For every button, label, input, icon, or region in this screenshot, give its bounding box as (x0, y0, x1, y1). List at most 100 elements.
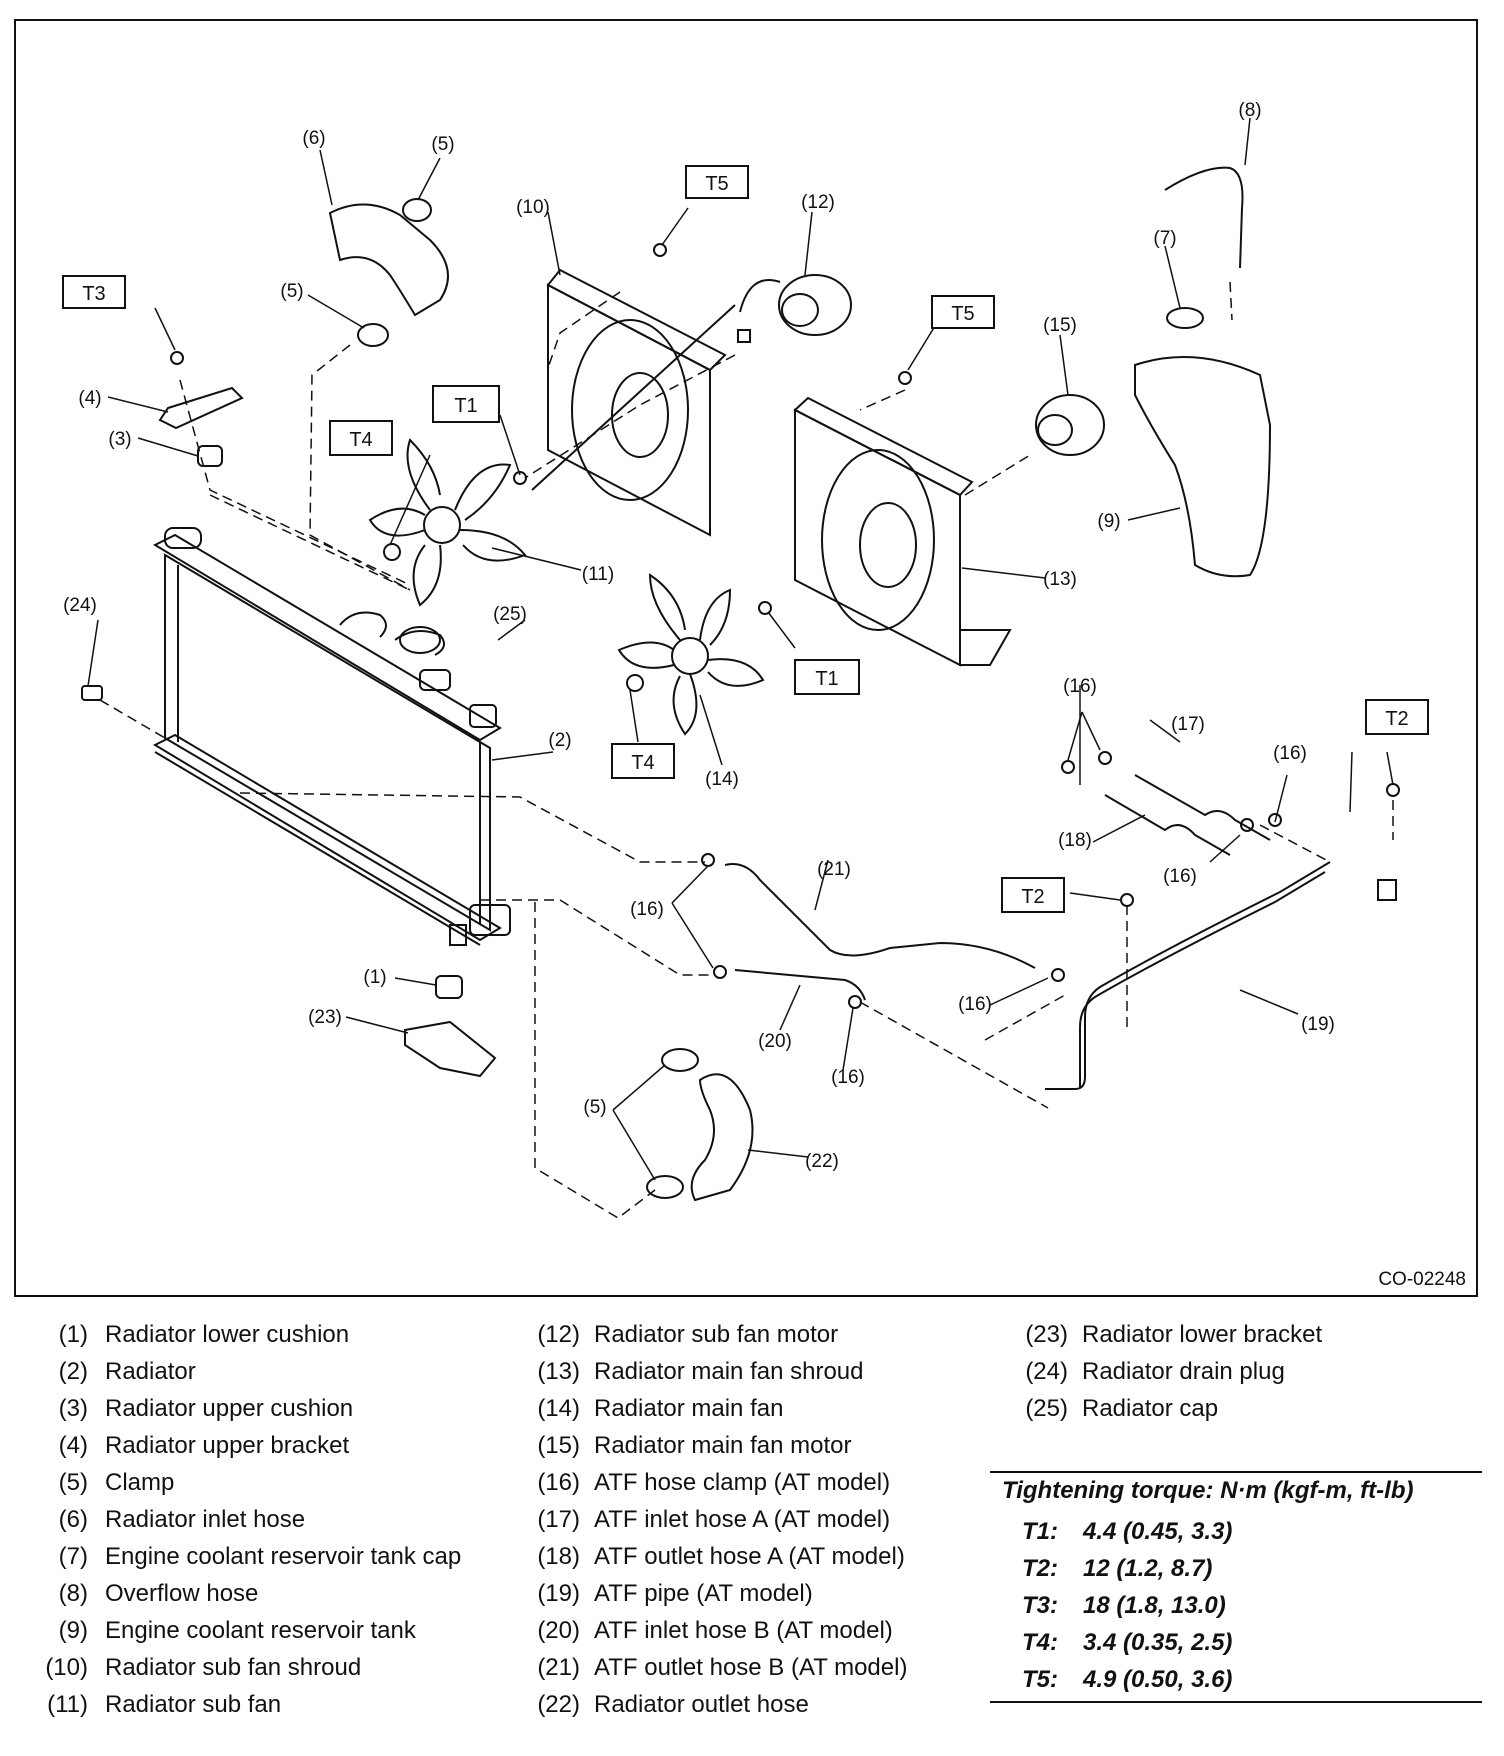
callout-13: (13) (1043, 569, 1077, 590)
torque-panel: Tightening torque: N·m (kgf-m, ft-lb) T1… (990, 1471, 1482, 1703)
torque-tag-t2: T2 (1021, 886, 1044, 908)
atf-hose-clamp (848, 995, 862, 1009)
callout-3: (3) (108, 429, 131, 450)
legend-item-label: Radiator main fan motor (594, 1432, 852, 1459)
radiator-lower-cushion (435, 975, 463, 999)
callout-19: (19) (1301, 1014, 1335, 1035)
bolt-t3 (170, 351, 184, 365)
callout-5: (5) (583, 1097, 606, 1118)
atf-hose-clamp (1240, 818, 1254, 832)
callout-23: (23) (308, 1007, 342, 1028)
legend-item-label: Radiator cap (1082, 1395, 1219, 1422)
legend-item-number: (18) (537, 1543, 580, 1570)
bolt-t5a (653, 243, 667, 257)
radiator-outlet-hose (690, 1073, 754, 1202)
torque-key: T4: (1022, 1629, 1058, 1656)
torque-key: T1: (1022, 1518, 1058, 1545)
torque-tag-t5: T5 (705, 173, 728, 195)
callout-20: (20) (758, 1031, 792, 1052)
callout-16: (16) (630, 899, 664, 920)
legend-item-label: Radiator outlet hose (594, 1691, 809, 1718)
atf-pipe-bracket (1377, 879, 1397, 901)
callout-7: (7) (1153, 228, 1176, 249)
torque-tag-t1: T1 (815, 668, 838, 690)
legend-item-label: Radiator upper cushion (105, 1395, 354, 1422)
torque-tag-t2: T2 (1385, 708, 1408, 730)
atf-hose-clamp (701, 853, 715, 867)
callout-4: (4) (78, 388, 101, 409)
legend-item-label: ATF inlet hose A (AT model) (594, 1506, 891, 1533)
legend-item-label: Clamp (105, 1469, 175, 1496)
radiator-drain-plug (81, 685, 103, 701)
torque-value: 4.9 (0.50, 3.6) (1083, 1666, 1233, 1693)
callout-16: (16) (1063, 676, 1097, 697)
legend-item-number: (23) (1025, 1321, 1068, 1348)
legend-item-number: (25) (1025, 1395, 1068, 1422)
legend-item-label: ATF inlet hose B (AT model) (594, 1617, 893, 1644)
legend-item-label: ATF hose clamp (AT model) (594, 1469, 891, 1496)
torque-tag-box (1365, 699, 1429, 735)
torque-tag-box (62, 275, 126, 309)
legend-item-number: (9) (58, 1617, 88, 1644)
main-fan (617, 573, 765, 736)
sub-fan-motor (737, 274, 852, 343)
legend-item-number: (6) (58, 1506, 88, 1533)
callout-5: (5) (280, 281, 303, 302)
reservoir-tank-cap (1166, 307, 1204, 329)
legend-item-label: Engine coolant reservoir tank (105, 1617, 416, 1644)
callout-16: (16) (1273, 743, 1307, 764)
figure-id: CO-02248 (1378, 1269, 1466, 1290)
legend-item-number: (15) (537, 1432, 580, 1459)
radiator-lower-bracket (404, 1020, 497, 1078)
torque-tag-box (794, 659, 860, 695)
clamp-lower-b (646, 1175, 684, 1199)
torque-tag-box (931, 295, 995, 329)
legend-item-number: (11) (47, 1691, 88, 1718)
sub-fan-shroud (531, 268, 736, 537)
legend-item-number: (1) (58, 1321, 88, 1348)
callout-11: (11) (582, 564, 614, 585)
torque-tag-t5: T5 (951, 303, 974, 325)
legend-item-label: Radiator sub fan motor (594, 1321, 839, 1348)
radiator-inlet-hose (328, 203, 449, 317)
atf-inlet-hose-b (734, 969, 866, 1001)
legend-item-label: Radiator main fan (594, 1395, 784, 1422)
torque-tag-t4: T4 (631, 752, 654, 774)
torque-key: T3: (1022, 1592, 1058, 1619)
bolt-t5b (898, 371, 912, 385)
clamp-lower-a (661, 1048, 699, 1072)
torque-tag-t4: T4 (349, 429, 372, 451)
legend-item-label: Radiator upper bracket (105, 1432, 350, 1459)
legend-item-label: Engine coolant reservoir tank cap (105, 1543, 462, 1570)
torque-title: Tightening torque: N·m (kgf-m, ft-lb) (1002, 1477, 1414, 1504)
bolt-t2a (1386, 783, 1400, 797)
legend-item-label: ATF outlet hose A (AT model) (594, 1543, 905, 1570)
torque-tag-t3: T3 (82, 283, 105, 305)
torque-tag-box (685, 165, 749, 199)
radiator-upper-cushion (197, 445, 223, 467)
bolt-t1b (758, 601, 772, 615)
legend-item-number: (13) (537, 1358, 580, 1385)
legend-item-label: Overflow hose (105, 1580, 259, 1607)
bolt-t2b (1120, 893, 1134, 907)
callout-21: (21) (817, 859, 851, 880)
callout-16: (16) (831, 1067, 865, 1088)
overflow-hose (1164, 166, 1244, 269)
callout-9: (9) (1097, 511, 1120, 532)
legend-item-number: (20) (537, 1617, 580, 1644)
legend-item-number: (22) (537, 1691, 580, 1718)
torque-tag-box (329, 420, 393, 456)
callout-22: (22) (805, 1151, 839, 1172)
legend-item-label: ATF outlet hose B (AT model) (594, 1654, 908, 1681)
legend-item-number: (12) (537, 1321, 580, 1348)
callout-10: (10) (516, 197, 550, 218)
radiator-cap (399, 626, 441, 654)
legend-item-label: Radiator main fan shroud (594, 1358, 864, 1385)
legend-item-label: Radiator inlet hose (105, 1506, 306, 1533)
callout-1: (1) (363, 967, 386, 988)
atf-hose-clamp (713, 965, 727, 979)
torque-value: 3.4 (0.35, 2.5) (1083, 1629, 1233, 1656)
callout-5: (5) (431, 134, 454, 155)
nut-t4b (626, 674, 644, 692)
alignment-lines (99, 281, 1394, 1219)
